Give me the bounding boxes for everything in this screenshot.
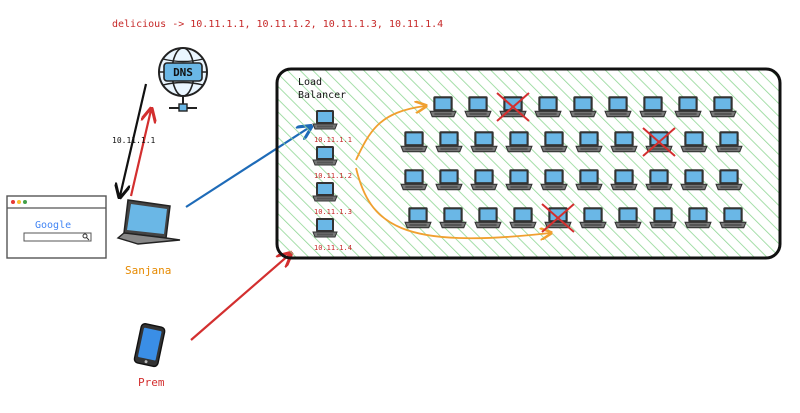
server-laptop-icon <box>674 95 702 118</box>
window-minimize-dot <box>17 200 21 204</box>
server-laptop-icon <box>470 130 498 153</box>
search-input[interactable] <box>23 232 92 242</box>
search-icon <box>82 233 90 241</box>
dns-record-text: delicious -> 10.11.1.1, 10.11.1.2, 10.11… <box>112 19 443 30</box>
server-laptop-icon <box>715 168 743 191</box>
server-laptop-icon <box>439 206 467 229</box>
server-cluster-container <box>275 67 782 260</box>
server-laptop-icon <box>540 168 568 191</box>
sanjana-label: Sanjana <box>125 264 171 277</box>
browser-window <box>6 195 107 259</box>
window-maximize-dot <box>23 200 27 204</box>
lb-node: 10.11.1.1 <box>312 109 352 144</box>
server-failed-cross-icon <box>541 203 575 233</box>
server-laptop-icon <box>575 130 603 153</box>
dns-label: DNS <box>173 66 193 79</box>
prem-label: Prem <box>138 376 165 389</box>
server-laptop-icon <box>684 206 712 229</box>
server-laptop-icon <box>505 130 533 153</box>
server-laptop-icon <box>464 95 492 118</box>
server-laptop-icon <box>649 206 677 229</box>
server-grid <box>400 92 747 233</box>
server-laptop-icon <box>474 206 502 229</box>
server-laptop-icon <box>604 95 632 118</box>
server-laptop-icon <box>639 95 667 118</box>
lb-node-ip: 10.11.1.1 <box>314 136 352 144</box>
server-laptop-icon <box>610 130 638 153</box>
dns-globe-icon <box>158 47 208 112</box>
server-laptop-icon <box>429 95 457 118</box>
server-laptop-icon <box>534 95 562 118</box>
sanjana-laptop-icon <box>116 199 181 245</box>
window-close-dot <box>11 200 15 204</box>
prem-phone-icon <box>133 323 166 368</box>
server-laptop-icon <box>575 168 603 191</box>
google-logo: Google <box>35 220 71 231</box>
server-laptop-icon <box>715 130 743 153</box>
lb-node-ip: 10.11.1.3 <box>314 208 352 216</box>
server-laptop-icon <box>540 130 568 153</box>
server-laptop-icon <box>470 168 498 191</box>
resolved-ip-text: 10.11.1.1 <box>112 136 156 145</box>
server-laptop-icon <box>435 168 463 191</box>
server-laptop-icon <box>400 130 428 153</box>
server-laptop-icon <box>435 130 463 153</box>
server-laptop-icon <box>719 206 747 229</box>
lb-node-ip: 10.11.1.2 <box>314 172 352 180</box>
server-laptop-icon <box>645 168 673 191</box>
server-laptop-icon <box>569 95 597 118</box>
dns-query-arrow <box>129 110 151 197</box>
server-laptop-icon <box>614 206 642 229</box>
lb-node: 10.11.1.4 <box>312 217 352 252</box>
lb-node: 10.11.1.3 <box>312 181 352 216</box>
server-laptop-icon <box>509 206 537 229</box>
prem-to-lb-arrow <box>190 254 290 341</box>
lb-label-line2: Balancer <box>298 90 346 101</box>
server-laptop-icon <box>610 168 638 191</box>
server-laptop-icon <box>400 168 428 191</box>
server-failed-cross-icon <box>642 127 676 157</box>
dns-response-arrow <box>120 83 148 196</box>
server-laptop-icon <box>680 168 708 191</box>
server-laptop-icon <box>709 95 737 118</box>
lb-label-line1: Load <box>298 77 322 88</box>
lb-to-servers-arrow-bottom <box>355 167 550 238</box>
server-laptop-icon <box>505 168 533 191</box>
server-laptop-icon <box>404 206 432 229</box>
lb-node: 10.11.1.2 <box>312 145 352 180</box>
server-laptop-icon <box>680 130 708 153</box>
lb-node-ip: 10.11.1.4 <box>314 244 352 252</box>
server-laptop-icon <box>579 206 607 229</box>
lb-to-servers-arrow-top <box>355 106 425 161</box>
server-failed-cross-icon <box>496 92 530 122</box>
